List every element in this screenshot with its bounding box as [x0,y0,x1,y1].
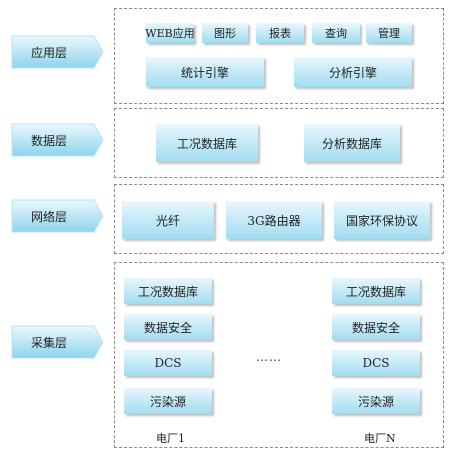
report-box: 报表 [256,23,304,43]
network-layer-panel [114,184,444,254]
arrow-shape [11,325,104,359]
plantN-pollution-source-box: 污染源 [332,388,420,414]
arrow-shape [11,35,104,69]
plant1-pollution-source-box: 污染源 [124,388,212,414]
national-env-protocol-box: 国家环保协议 [334,201,430,239]
plant1-dcs-box: DCS [124,350,212,376]
graphics-box: 图形 [202,23,248,43]
3g-router-box: 3G路由器 [226,201,322,239]
fiber-box: 光纤 [122,201,214,239]
plantN-data-security-box: 数据安全 [332,314,420,340]
operating-database-box: 工况数据库 [156,124,258,162]
layer-arrow-collection: 采集层 [10,322,104,362]
plantN-dcs-box: DCS [332,350,420,376]
plant1-data-security-box: 数据安全 [124,314,212,340]
query-box: 查询 [312,23,360,43]
web-app-box: WEB应用 [145,23,195,43]
plant1-label: 电厂1 [156,432,185,445]
layer-label-network: 网络层 [30,209,67,224]
layer-label-data: 数据层 [30,133,67,148]
plantN-operating-database-box: 工况数据库 [332,278,420,304]
management-box: 管理 [366,23,412,43]
statistics-engine-box: 统计引擎 [146,57,264,87]
plantN-label: 电厂N [364,432,396,445]
plant1-operating-database-box: 工况数据库 [124,278,212,304]
layer-arrow-network: 网络层 [10,196,104,236]
ellipsis: …… [256,350,282,364]
analysis-database-box: 分析数据库 [304,124,400,162]
analysis-engine-box: 分析引擎 [294,57,412,87]
application-layer-panel [114,8,444,104]
layer-arrow-application: 应用层 [10,32,104,72]
arrow-shape [11,123,104,157]
data-layer-panel [114,108,444,178]
collection-layer-panel [114,262,444,448]
layer-label-application: 应用层 [30,45,67,60]
layer-arrow-data: 数据层 [10,120,104,160]
arrow-shape [11,199,104,233]
layer-label-collection: 采集层 [30,335,67,350]
